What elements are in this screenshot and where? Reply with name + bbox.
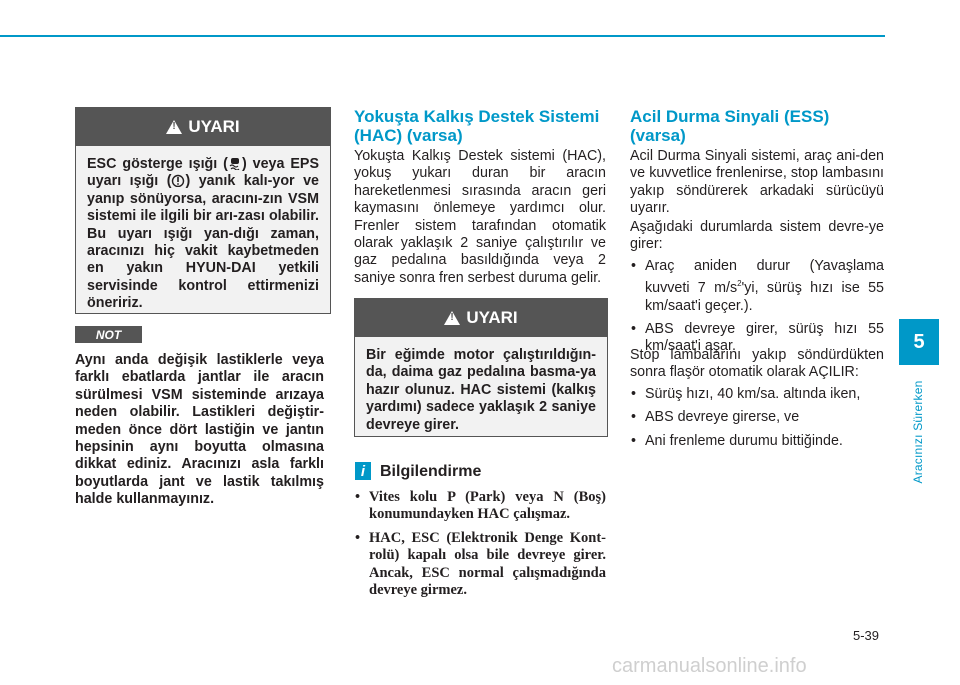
list-item: Araç aniden durur (Yavaşlama kuvveti 7 m… [630,258,884,315]
warning-text: ESC gösterge ışığı () veya EPS uyarı ışı… [87,156,319,312]
warning-triangle-icon [166,120,183,134]
ess-section-title: Acil Durma Sinyali (ESS) (varsa) [630,107,830,145]
ess-intro: Acil Durma Sinyali sistemi, araç ani-den… [630,148,884,217]
warning-header: UYARI [355,299,607,337]
list-item: ABS devreye girer, sürüş hızı 55 km/saat… [630,321,884,356]
list-item: Ani frenleme durumu bittiğinde. [630,433,884,451]
note-badge: NOT [75,326,142,343]
warning-header: UYARI [76,108,330,146]
warning-triangle-icon [444,311,461,325]
chapter-number-tab: 5 [899,319,939,365]
esc-skid-icon [229,158,240,170]
list-item: Sürüş hızı, 40 km/sa. altında iken, [630,386,884,404]
hac-body: Yokuşta Kalkış Destek sistemi (HAC), yok… [354,148,606,286]
list-item: Vites kolu P (Park) veya N (Boş) konumun… [354,489,606,524]
ess-on-lead: Aşağıdaki durumlarda sistem devre-ye gir… [630,219,884,253]
ess-on-list: Araç aniden durur (Yavaşlama kuvveti 7 m… [630,258,884,362]
warning-text: Bir eğimde motor çalıştırıldığın-da, dai… [366,347,596,433]
esc-warning-box: UYARI ESC gösterge ışığı () veya EPS uya… [75,107,331,314]
ess-off-lead: Stop lambalarını yakıp söndürdükten sonr… [630,347,884,381]
warning-heading: UYARI [466,308,518,327]
list-item: ABS devreye girerse, ve [630,409,884,427]
note-text: Aynı anda değişik lastiklerle veya farkl… [75,352,324,508]
chapter-title: Aracınızı Sürerken [911,380,925,484]
top-rule [0,35,885,37]
info-icon: i [355,462,371,480]
ess-off-list: Sürüş hızı, 40 km/sa. altında iken, ABS … [630,386,884,456]
warning-heading: UYARI [188,117,240,136]
info-title: Bilgilendirme [380,463,482,480]
hac-warning-box: UYARI Bir eğimde motor çalıştırıldığın-d… [354,298,608,437]
list-item: HAC, ESC (Elektronik Denge Kont-rolü) ka… [354,530,606,600]
watermark: carmanualsonline.info [612,655,807,677]
hac-section-title: Yokuşta Kalkış Destek Sistemi (HAC) (var… [354,107,600,145]
info-list: Vites kolu P (Park) veya N (Boş) konumun… [354,489,606,605]
page-number: 5-39 [853,628,880,643]
eps-steering-icon [172,175,185,188]
